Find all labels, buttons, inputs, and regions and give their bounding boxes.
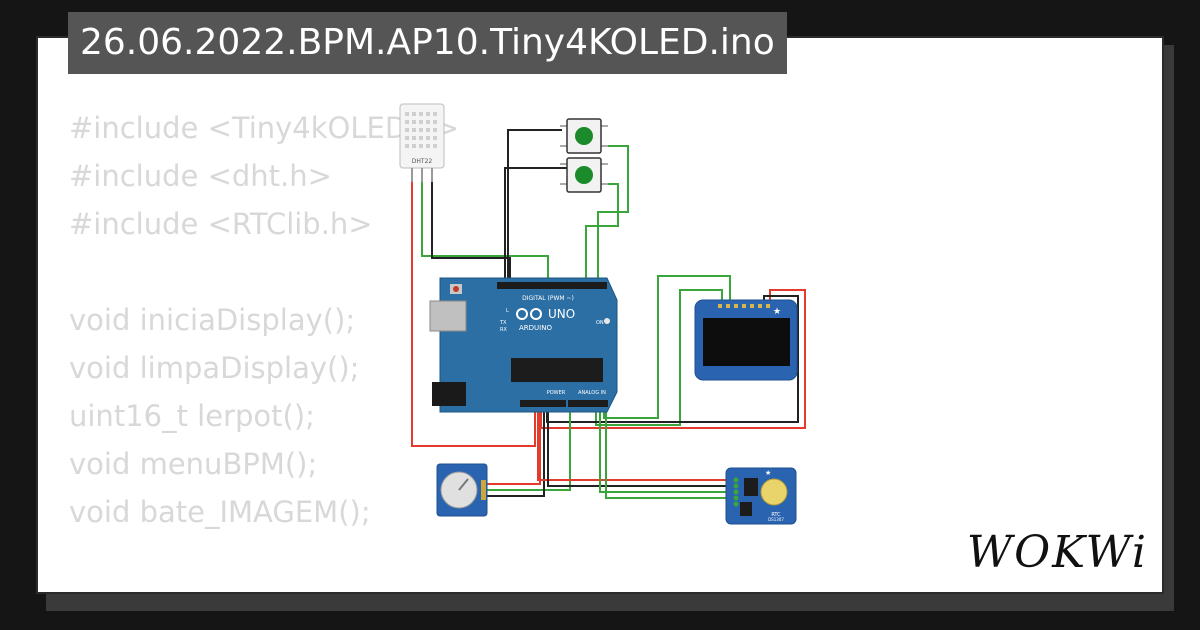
oled-display[interactable]: ★ xyxy=(694,299,798,381)
mounting-hole xyxy=(604,318,610,324)
project-title: 26.06.2022.BPM.AP10.Tiny4KOLED.ino xyxy=(68,12,787,74)
pot-gnd-wire xyxy=(486,408,545,497)
oled-screen xyxy=(703,318,790,366)
code-line: void menuBPM(); xyxy=(69,447,318,481)
pot-vcc-wire xyxy=(486,408,541,485)
analog-label: ANALOG IN xyxy=(578,390,606,396)
button-cap-icon xyxy=(575,127,593,145)
pushbutton-1[interactable] xyxy=(560,118,608,154)
tx-label: TX xyxy=(499,320,507,326)
rx-label: RX xyxy=(500,327,507,333)
wokwi-logo: WOKWi xyxy=(966,527,1148,578)
rtc-module[interactable]: RTC DS1307 ★ xyxy=(725,467,797,525)
rtc-gnd-wire xyxy=(547,408,735,487)
wires xyxy=(411,129,806,499)
coin-cell-icon xyxy=(760,478,788,506)
code-line: void bate_IMAGEM(); xyxy=(69,495,371,529)
power-label: POWER xyxy=(547,390,566,396)
button2-gnd-wire xyxy=(504,167,568,280)
power-jack xyxy=(432,382,466,406)
l-label: L xyxy=(506,308,509,314)
dht22-sensor[interactable]: DHT22 xyxy=(399,103,445,182)
rtc-sda-wire xyxy=(599,408,735,493)
atmega-chip xyxy=(511,358,603,382)
pot-signal-wire xyxy=(486,408,571,491)
rtc-vcc-wire xyxy=(537,408,735,481)
button2-signal-wire xyxy=(585,183,619,280)
board-model: UNO xyxy=(548,307,575,321)
dht-label: DHT22 xyxy=(412,158,433,165)
potentiometer[interactable] xyxy=(436,463,488,517)
rtc-chip xyxy=(744,478,758,496)
rtc-sublabel: DS1307 xyxy=(768,517,784,522)
button1-gnd-wire xyxy=(507,129,562,280)
code-line: #include <RTClib.h> xyxy=(69,207,373,241)
rtc-scl-wire xyxy=(605,408,735,499)
arduino-uno-board[interactable]: DIGITAL (PWM ~) UNO ARDUINO TX RX L ON P… xyxy=(429,277,618,413)
dht-vcc-wire xyxy=(411,180,536,447)
usb-port xyxy=(429,300,467,332)
star-icon: ★ xyxy=(765,469,771,477)
digital-header xyxy=(497,282,607,289)
code-line: uint16_t lerpot(); xyxy=(69,399,315,433)
button-cap-icon xyxy=(575,166,593,184)
button1-signal-wire xyxy=(597,145,629,280)
arduino-logo-icon xyxy=(516,308,542,320)
oled-sda-wire xyxy=(603,275,731,419)
rtc-label: RTC xyxy=(771,512,781,518)
code-line: void limpaDisplay(); xyxy=(69,351,360,385)
code-line: #include <dht.h> xyxy=(69,159,332,193)
analog-header xyxy=(568,400,608,407)
pushbutton-2[interactable] xyxy=(560,157,608,193)
on-label: ON xyxy=(596,320,604,326)
power-header xyxy=(520,400,566,407)
code-line: #define BPM_MIN 60 xyxy=(69,584,459,592)
star-icon: ★ xyxy=(773,307,781,317)
code-line: void iniciaDisplay(); xyxy=(69,303,356,337)
reset-button-icon xyxy=(453,286,459,292)
dht-data-wire xyxy=(421,180,549,280)
board-brand: ARDUINO xyxy=(519,324,552,332)
dht-gnd-wire xyxy=(431,180,511,280)
digital-label: DIGITAL (PWM ~) xyxy=(522,295,574,302)
